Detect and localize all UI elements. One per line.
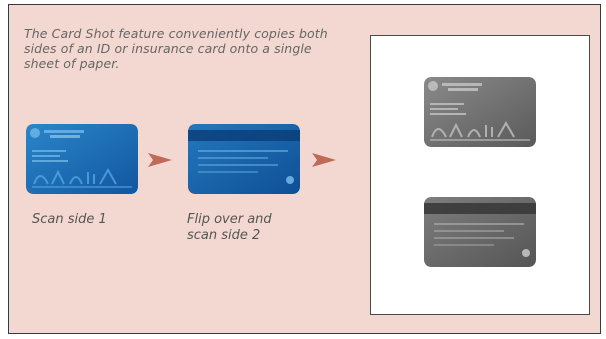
copied-card-back-image (424, 197, 536, 267)
step-2-label: Flip over and scan side 2 (187, 212, 272, 243)
copied-card-front-image (424, 77, 536, 147)
step-1-label: Scan side 1 (32, 212, 107, 227)
arrow-right-icon (312, 153, 336, 167)
arrow-right-icon (148, 153, 172, 167)
caption-text: The Card Shot feature conveniently copie… (24, 26, 328, 71)
card-front-image (26, 124, 138, 194)
card-back-image (188, 124, 300, 194)
